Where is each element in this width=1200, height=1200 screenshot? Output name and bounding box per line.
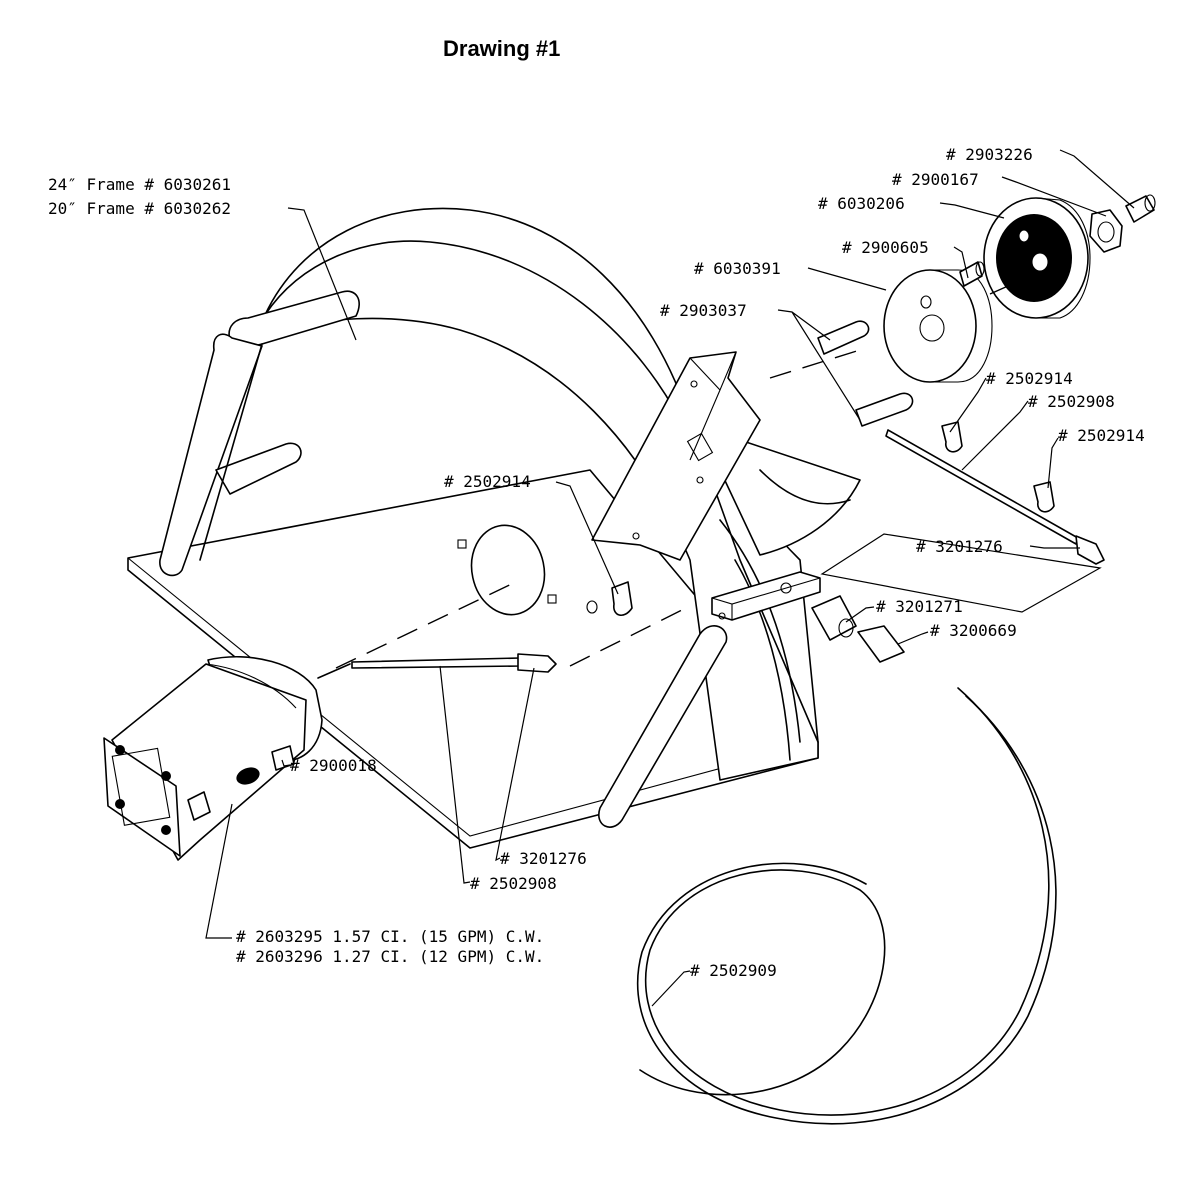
diagram-title: Drawing #1	[443, 36, 560, 61]
leaders	[205, 149, 1135, 1007]
hub-disc	[883, 269, 977, 383]
pump-end-cover	[103, 737, 181, 857]
clip-upper	[941, 421, 963, 453]
label-pump-2603295: # 2603295 1.57 CI. (15 GPM) C.W.	[236, 927, 544, 946]
pump-mount-hole	[470, 524, 546, 616]
label-2502914-frame: # 2502914	[444, 472, 531, 491]
label-pump-2603296: # 2603296 1.27 CI. (12 GPM) C.W.	[236, 947, 544, 966]
hub-assembly	[769, 194, 1156, 427]
label-2502914-right: # 2502914	[1058, 426, 1145, 445]
fitting-3201276-lower	[517, 653, 557, 673]
label-2900605: # 2900605	[842, 238, 929, 257]
label-frame-24: 24″ Frame # 6030261	[48, 175, 231, 194]
label-2502909: # 2502909	[690, 961, 777, 980]
bolt-2903226	[1125, 195, 1155, 223]
pump-assembly	[103, 656, 351, 861]
bolt-2903037-upper	[817, 320, 870, 355]
clip-right	[1033, 481, 1055, 513]
hose-2502909	[639, 687, 1050, 1116]
fitting-3201276-upper	[1075, 535, 1105, 565]
rear-crossbar	[215, 442, 302, 495]
label-2502908-lower: # 2502908	[470, 874, 557, 893]
label-3201276-upper: # 3201276	[916, 537, 1003, 556]
part-labels: 24″ Frame # 6030261 20″ Frame # 6030262 …	[48, 145, 1145, 980]
label-2903037: # 2903037	[660, 301, 747, 320]
rear-leg-upper	[228, 290, 360, 346]
plumbing	[335, 421, 1105, 1125]
label-3201271: # 3201271	[876, 597, 963, 616]
label-2903226: # 2903226	[946, 145, 1033, 164]
label-frame-20: 20″ Frame # 6030262	[48, 199, 231, 218]
fitting-3200669	[857, 625, 905, 663]
label-2900167: # 2900167	[892, 170, 979, 189]
fitting-3201271	[811, 595, 857, 641]
label-2900018: # 2900018	[290, 756, 377, 775]
plug-2900018	[271, 745, 295, 771]
bolt-2903037-lower	[855, 392, 914, 427]
label-3200669: # 3200669	[930, 621, 1017, 640]
nut-2900167	[1089, 209, 1123, 253]
rear-leg-left	[159, 333, 263, 577]
label-2502914-upper: # 2502914	[986, 369, 1073, 388]
front-leg	[598, 625, 728, 828]
label-3201276-lower: # 3201276	[500, 849, 587, 868]
label-6030391: # 6030391	[694, 259, 781, 278]
manifold-block	[711, 571, 821, 621]
label-2502908-upper: # 2502908	[1028, 392, 1115, 411]
hub-bracket	[591, 351, 761, 561]
label-6030206: # 6030206	[818, 194, 905, 213]
